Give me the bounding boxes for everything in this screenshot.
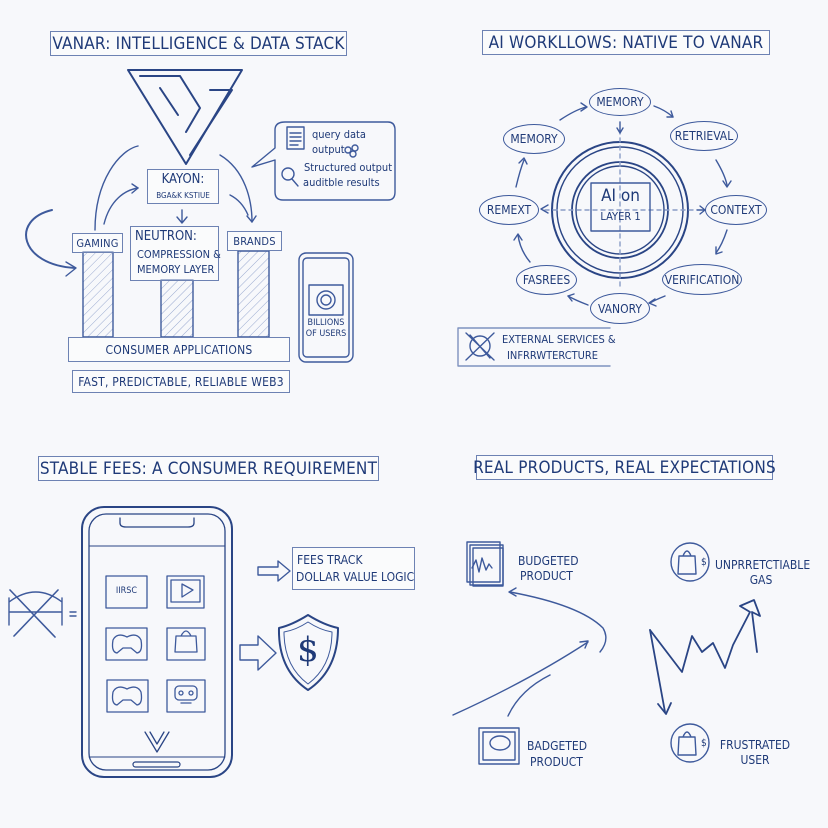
bag-coin-icon-2 <box>670 723 710 763</box>
kayon-title: KAYON: <box>161 172 205 187</box>
crossed-bridge-icon <box>8 589 77 638</box>
node-vanory: VANORY <box>590 293 650 324</box>
app-screen-label: IIRSC <box>115 586 138 596</box>
consumer-applications-base: CONSUMER APPLICATIONS <box>68 337 290 362</box>
badgeted-line2: PRODUCT <box>530 755 583 769</box>
budgeted-line1: BUDGETED <box>518 554 579 568</box>
billions-line2: OF USERS <box>305 329 347 339</box>
frustrated-line1: FRUSTRATED <box>719 738 791 752</box>
app-tile-screen <box>105 575 148 609</box>
node-retrieval: RETRIEVAL <box>670 121 738 151</box>
dollar-symbol: $ <box>297 630 319 670</box>
external-x-icon <box>465 332 495 361</box>
unpredictable-line1: UNPRRETCTIABLE <box>715 558 811 572</box>
ai-core-box <box>590 182 651 232</box>
phone-stable-fees <box>81 506 233 778</box>
fees-box: FEES TRACK DOLLAR VALUE LOGIC <box>292 547 415 590</box>
arrow-to-fees <box>257 560 291 582</box>
app-tile-gamepad-2 <box>106 679 149 713</box>
node-memory-top: MEMORY <box>589 88 651 116</box>
ai-core-subtitle: LAYER 1 <box>600 210 641 223</box>
bubble-line2: output <box>312 143 345 156</box>
volatile-price-arrow <box>649 599 761 715</box>
node-fasrees: FASREES <box>516 265 577 295</box>
panel1-title: VANAR: INTELLIGENCE & DATA STACK <box>50 31 347 56</box>
ai-core-rings <box>544 129 696 291</box>
pillar-gaming <box>82 251 114 338</box>
pillar-neutron <box>160 279 194 338</box>
ai-core-title: AI on <box>601 186 640 206</box>
panel3-title: STABLE FEES: A CONSUMER REQUIREMENT <box>38 456 379 481</box>
bubble-line1: query data <box>312 128 367 141</box>
coin-dollar-1: $ <box>701 557 707 568</box>
app-tile-bag <box>166 627 206 661</box>
badgeted-product-icon <box>478 727 520 765</box>
app-icons <box>105 575 206 713</box>
neutron-title: NEUTRON: <box>135 229 197 244</box>
cycle-arrows <box>513 102 732 307</box>
node-verification: VERIFICATION <box>662 264 742 295</box>
coin-dollar-2: $ <box>701 738 707 749</box>
badgeted-line1: BADGETED <box>527 739 588 753</box>
cluster-icon <box>344 144 359 158</box>
brands-label: BRANDS <box>227 231 282 251</box>
node-remext: REMEXT <box>479 195 539 225</box>
fees-line1: FEES TRACK <box>297 553 363 567</box>
budgeted-line2: PRODUCT <box>520 569 573 583</box>
fees-line2: DOLLAR VALUE LOGIC <box>296 570 415 584</box>
node-context: CONTEXT <box>705 195 767 225</box>
kayon-box: KAYON: BGA&K KSTIUE <box>147 169 219 204</box>
neutron-line3: MEMORY LAYER <box>137 263 215 276</box>
neutron-line2: COMPRESSION & <box>137 248 221 261</box>
vanar-logo <box>127 69 243 165</box>
neutron-box: NEUTRON: COMPRESSION & MEMORY LAYER <box>130 226 221 281</box>
speech-bubble <box>251 121 396 201</box>
billions-line1: BILLIONS <box>307 318 345 328</box>
tagline: FAST, PREDICTABLE, RELIABLE WEB3 <box>72 370 290 393</box>
frustrated-line2: USER <box>740 753 770 767</box>
app-tile-robot <box>166 679 206 713</box>
unpredictable-line2: GAS <box>749 573 773 587</box>
document-icon <box>286 126 305 150</box>
shield-icon <box>277 614 339 691</box>
arrow-to-shield <box>239 635 277 671</box>
bubble-line4: auditble results <box>303 176 380 189</box>
external-line1: EXTERNAL SERVICES & <box>502 333 616 346</box>
app-tile-gamepad <box>105 627 148 661</box>
curved-arrows <box>452 587 607 717</box>
kayon-subtitle: BGA&K KSTIUE <box>156 191 210 200</box>
external-box <box>457 327 611 367</box>
bag-coin-icon <box>670 542 710 582</box>
gaming-label: GAMING <box>72 233 123 253</box>
external-line2: INFRRWTERCTURE <box>507 349 599 362</box>
panel2-title: AI WORKLLOWS: NATIVE TO VANAR <box>482 30 770 55</box>
budgeted-product-icon <box>466 541 504 587</box>
panel4-title: REAL PRODUCTS, REAL EXPECTATIONS <box>473 455 776 480</box>
magnifier-icon <box>281 167 299 187</box>
bubble-line3: Structured output <box>304 161 393 174</box>
pillar-brands <box>237 250 270 338</box>
flow-arrows <box>25 145 257 277</box>
node-memory-left: MEMORY <box>503 124 565 154</box>
phone-billions <box>298 252 354 363</box>
